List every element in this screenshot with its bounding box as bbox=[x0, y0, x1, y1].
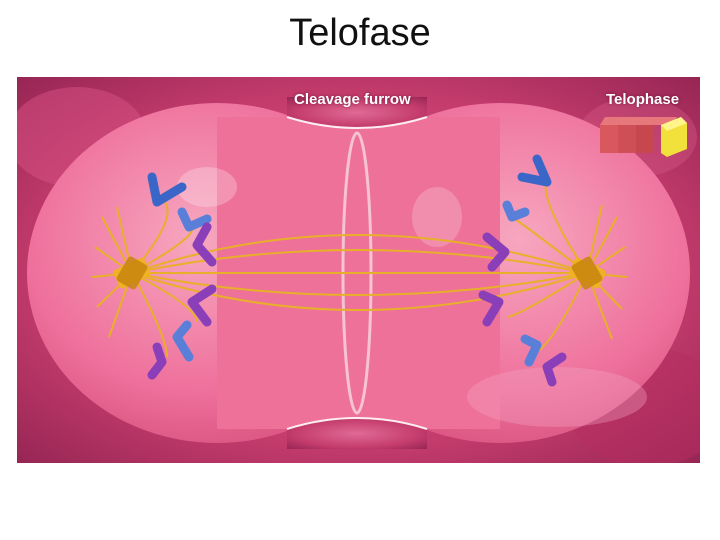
phase-label: Telophase bbox=[606, 91, 680, 108]
centrosome-icon bbox=[568, 256, 606, 290]
phase-progress-icon bbox=[600, 117, 687, 157]
cleavage-furrow-label: Cleavage furrow bbox=[294, 91, 411, 108]
spindle-fibers bbox=[91, 176, 628, 358]
slide-title: Telofase bbox=[289, 12, 431, 54]
telophase-illustration: Cleavage furrow Telophase bbox=[17, 77, 700, 463]
cleavage-furrow-top bbox=[287, 97, 427, 128]
chromosomes-right bbox=[478, 154, 567, 387]
cell-division-diagram bbox=[17, 77, 700, 463]
cleavage-furrow-bottom bbox=[287, 418, 427, 449]
centrosome-icon bbox=[113, 256, 151, 290]
chromosomes-left bbox=[147, 172, 217, 380]
